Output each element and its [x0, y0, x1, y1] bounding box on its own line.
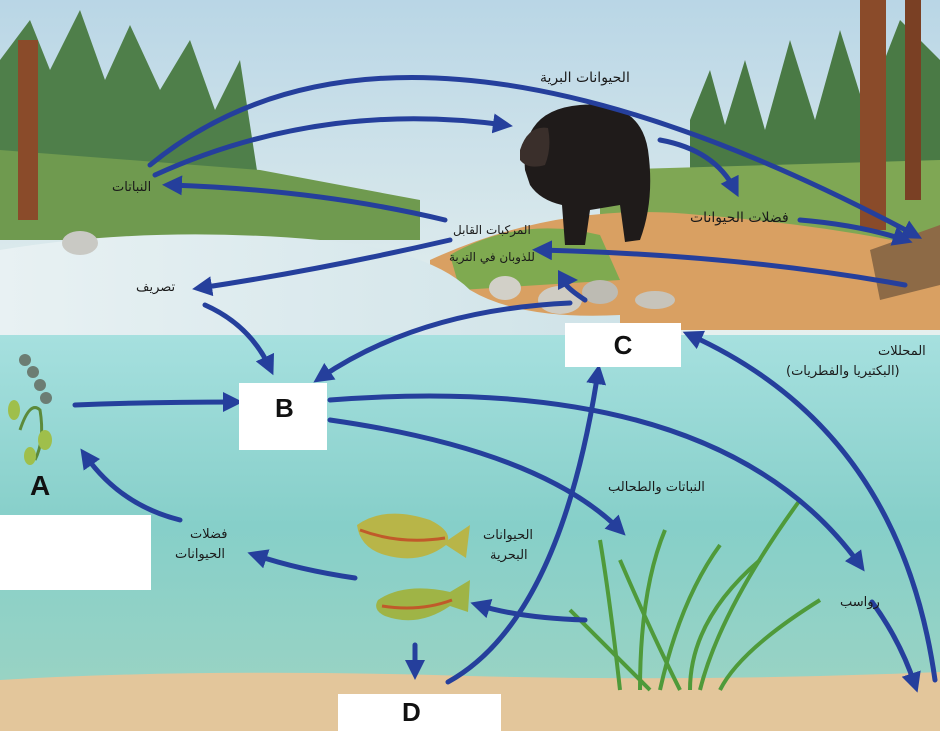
tree-trunk: [18, 40, 38, 220]
label-sediments: رواسب: [840, 595, 880, 611]
label-runoff: تصريف: [136, 280, 175, 296]
label-animal-waste-water-line2: الحيوانات: [175, 547, 225, 563]
label-a: A: [30, 470, 50, 502]
label-decomposers-line2: (البكتيريا والفطريات): [786, 364, 900, 380]
box-c: C: [565, 323, 681, 367]
label-sea-animals-line1: الحيوانات: [483, 528, 533, 544]
tree-trunk: [905, 0, 921, 200]
label-soluble-compounds-line2: للذوبان في التربة: [449, 249, 535, 265]
arrow-a-to-b: [75, 402, 235, 405]
label-plants: النباتات: [112, 180, 151, 196]
label-plants-algae: النباتات والطحالب: [608, 480, 705, 496]
label-animal-waste-land: فضلات الحيوانات: [690, 210, 789, 226]
label-decomposers-line1: المحللات: [878, 344, 926, 360]
label-sea-animals-line2: البحرية: [490, 548, 528, 564]
box-blank: [0, 515, 151, 590]
label-animal-waste-water-line1: فضلات: [190, 527, 227, 543]
label-soluble-compounds-line1: المركبات القابل: [453, 222, 531, 238]
tree-trunk: [860, 0, 886, 230]
box-d: D: [338, 694, 501, 731]
label-land-animals: الحيوانات البرية: [540, 70, 630, 86]
box-b: B: [239, 383, 327, 450]
